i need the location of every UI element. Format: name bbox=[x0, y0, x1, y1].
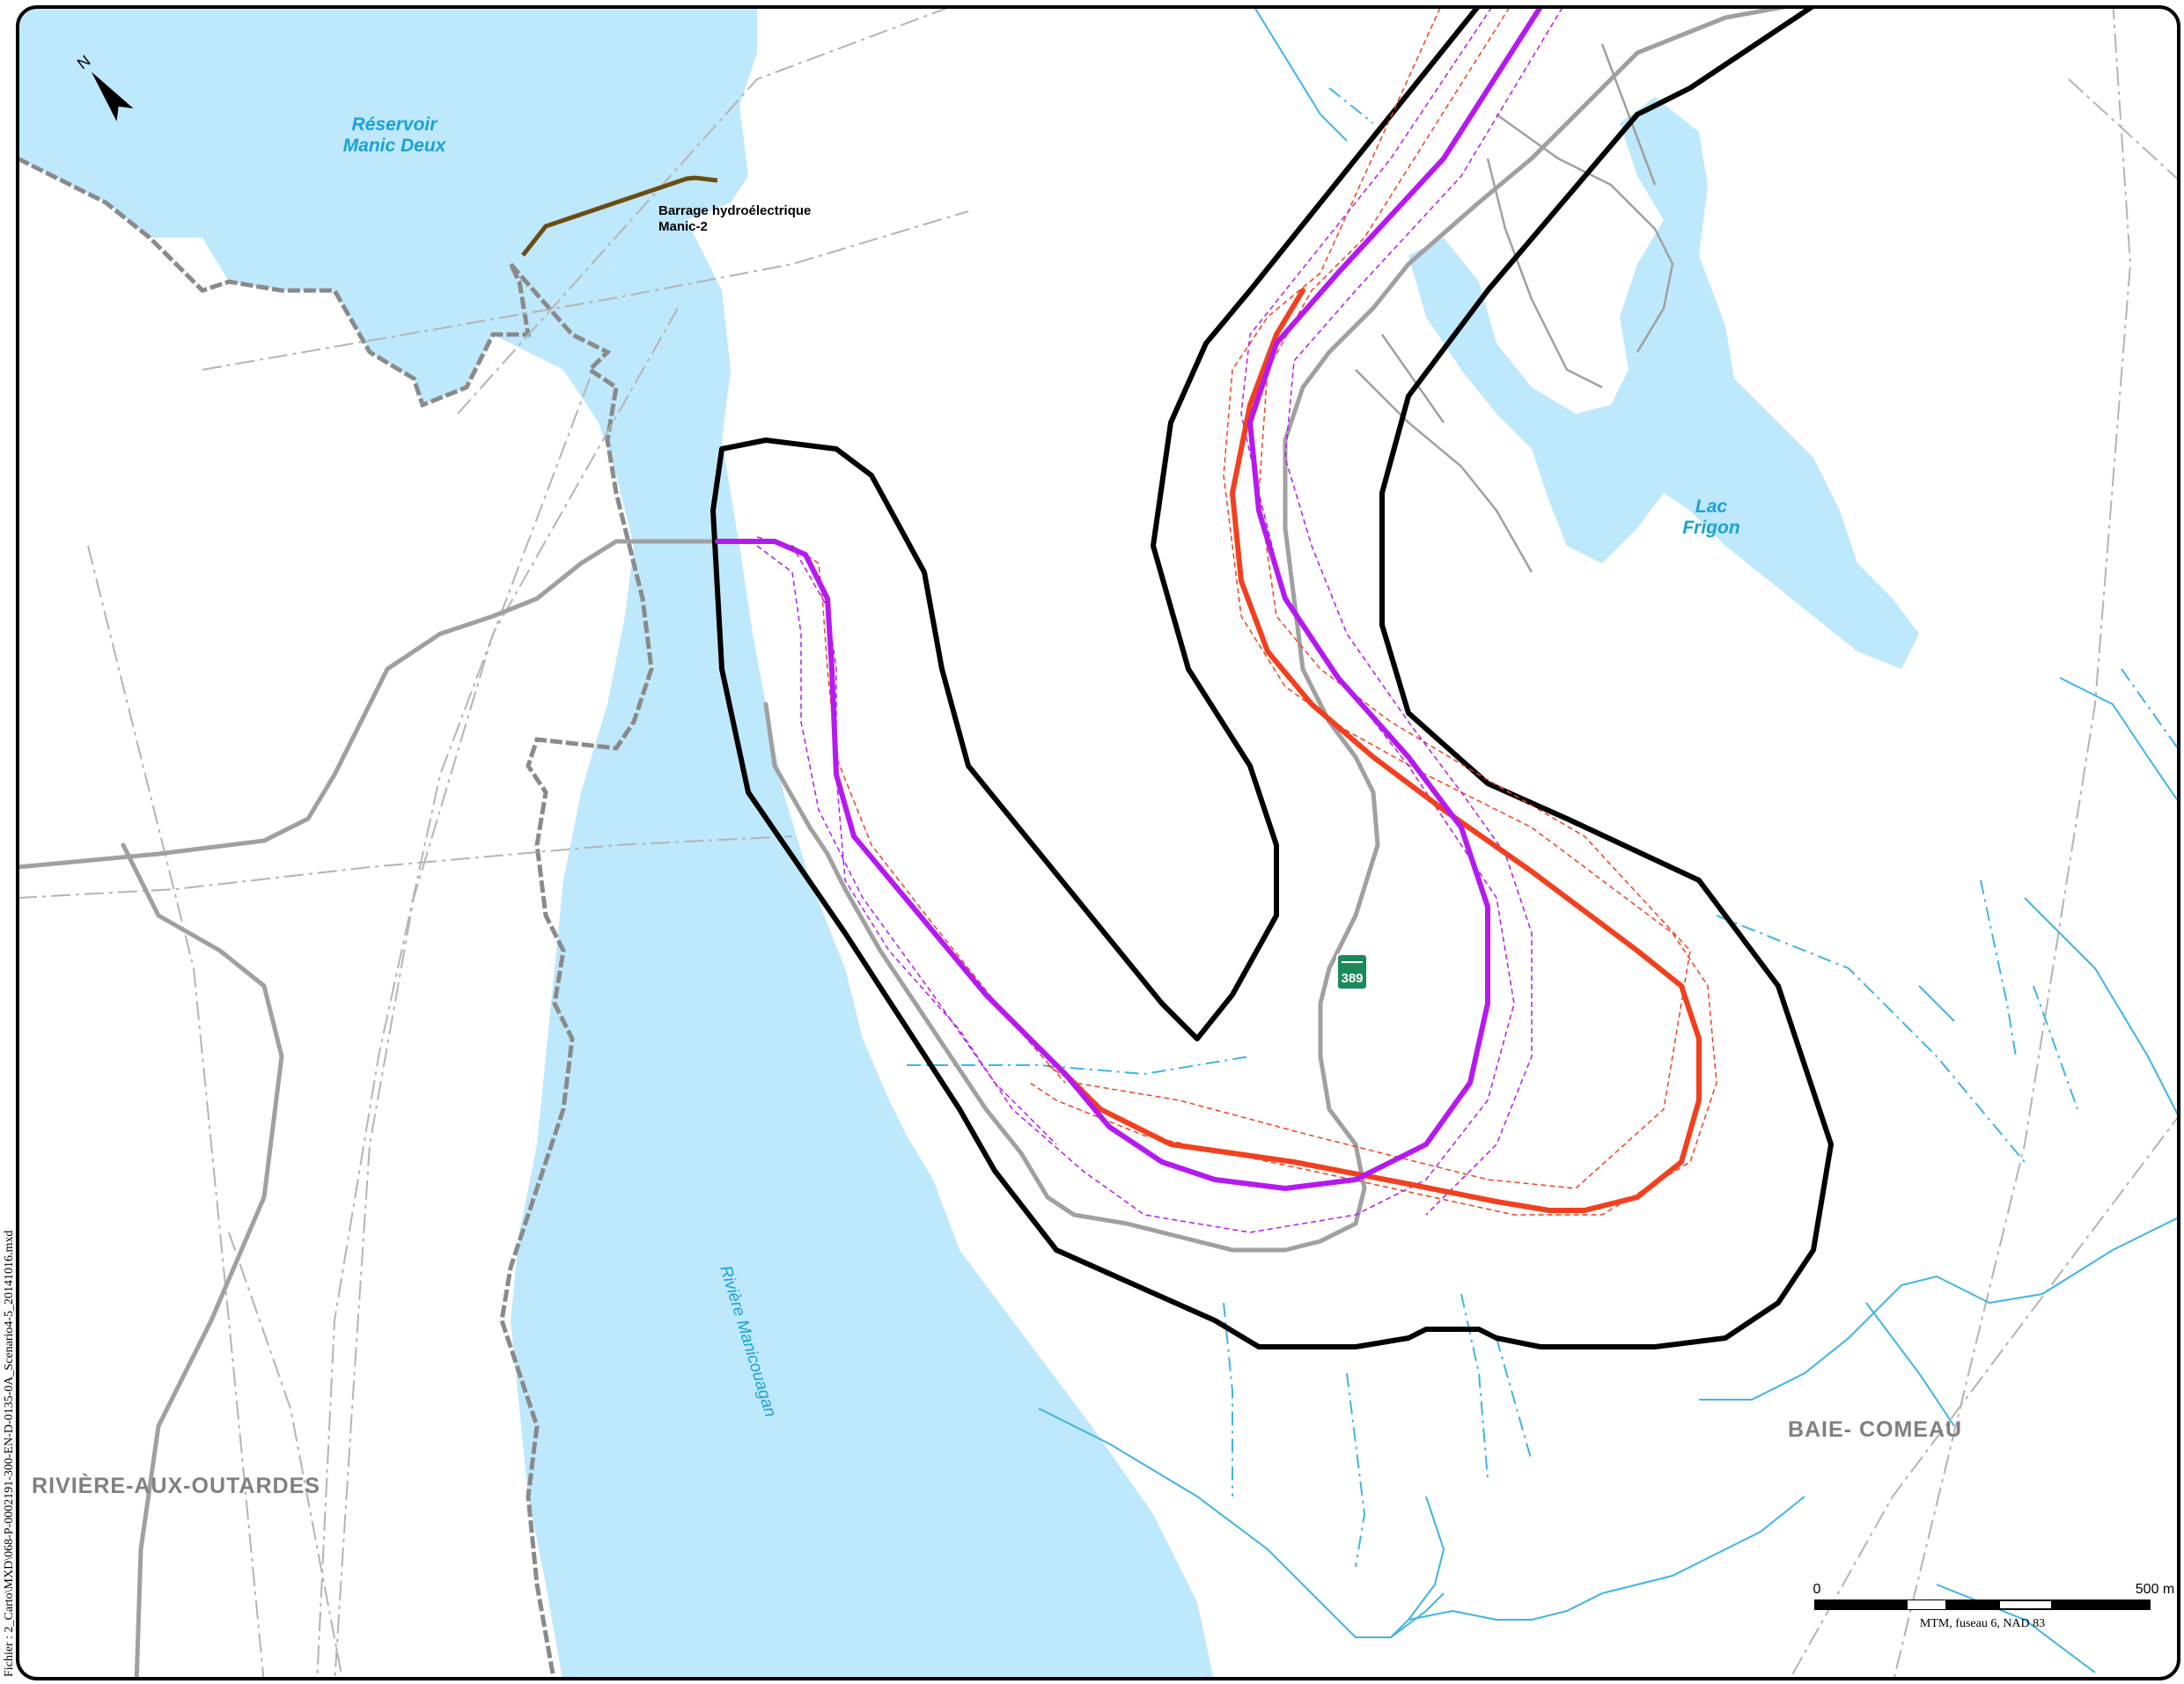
reservoir-label-line1: Réservoir bbox=[352, 114, 439, 135]
riviere-manicouagan bbox=[493, 220, 1215, 1679]
road-west bbox=[18, 539, 720, 870]
route-389 bbox=[763, 7, 1825, 1253]
municipality-west-label: RIVIÈRE-AUX-OUTARDES bbox=[32, 1473, 320, 1498]
minor-roads bbox=[1355, 43, 1674, 573]
roads bbox=[18, 7, 1825, 1679]
reservoir-manic-deux bbox=[18, 7, 757, 405]
route-389-number: 389 bbox=[1341, 971, 1363, 986]
map-frame bbox=[16, 5, 2180, 1680]
scale-end-label: 500 m bbox=[2136, 1582, 2174, 1597]
study-area-outline bbox=[710, 7, 1834, 1349]
administrative-lines bbox=[18, 7, 2179, 1679]
streams bbox=[907, 7, 2179, 1673]
reservoir-label-line2: Manic Deux bbox=[343, 136, 447, 156]
lac-frigon bbox=[1408, 97, 1919, 669]
road-southwest bbox=[121, 842, 284, 1679]
scale-bar: 0 500 m MTM, fuseau 6, NAD 83 bbox=[1813, 1582, 2175, 1630]
municipality-east-label: BAIE- COMEAU bbox=[1788, 1417, 1962, 1442]
lac-label-line1: Lac bbox=[1695, 496, 1728, 517]
scale-start-label: 0 bbox=[1813, 1582, 1821, 1597]
route-389-shield: 389 bbox=[1336, 953, 1368, 990]
file-reference: Fichier : 2_Carto\MXD\068-P-0002191-300-… bbox=[3, 1231, 16, 1677]
lac-label-line2: Frigon bbox=[1682, 518, 1739, 538]
municipal-boundary-west bbox=[18, 156, 654, 1679]
route-purple bbox=[715, 7, 1548, 1191]
dam-label-line1: Barrage hydroélectrique bbox=[658, 203, 811, 218]
scale-projection-label: MTM, fuseau 6, NAD 83 bbox=[1920, 1617, 2045, 1630]
dam-label-line2: Manic-2 bbox=[658, 219, 708, 234]
dam-manic-2 bbox=[521, 175, 718, 257]
route-red bbox=[1054, 288, 1702, 1213]
